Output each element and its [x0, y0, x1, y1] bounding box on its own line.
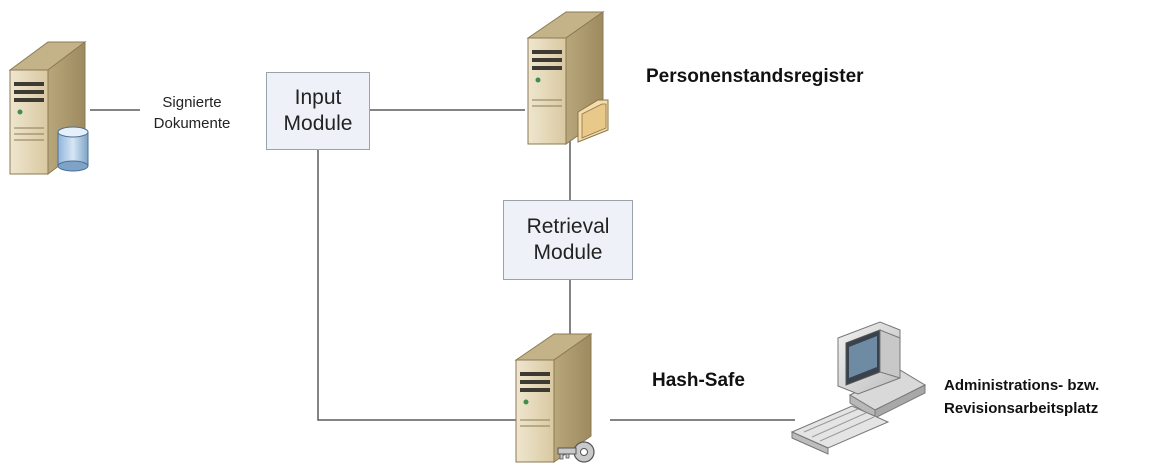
hash-safe-label: Hash-Safe — [652, 370, 745, 391]
server-folder-icon — [526, 11, 609, 145]
retrieval-module-line1: Retrieval — [526, 215, 610, 238]
key-icon — [557, 441, 595, 463]
workstation-line2: Revisionsarbeitsplatz — [944, 400, 1099, 417]
server-key-icon — [514, 333, 595, 463]
edge-input-to-hashsafe — [317, 150, 520, 421]
workstation-line1: Administrations- bzw. — [944, 377, 1100, 394]
server-database-icon — [8, 40, 89, 176]
input-module-line2: Module — [283, 112, 353, 135]
signed-documents-line2: Dokumente — [153, 115, 231, 132]
retrieval-module-box: Retrieval Module — [503, 200, 633, 280]
connectors — [90, 109, 795, 421]
input-module-line1: Input — [294, 86, 342, 109]
signed-documents-label: Signierte Dokumente — [138, 92, 246, 134]
signed-documents-line1: Signierte — [162, 94, 222, 111]
retrieval-module-line2: Module — [533, 241, 603, 264]
workstation-label: Administrations- bzw. Revisionsarbeitspl… — [944, 374, 1149, 420]
registry-label: Personenstandsregister — [646, 66, 864, 87]
database-icon — [57, 126, 89, 172]
workstation-icon — [790, 321, 927, 455]
folder-icon — [577, 99, 609, 143]
input-module-box: Input Module — [266, 72, 370, 150]
